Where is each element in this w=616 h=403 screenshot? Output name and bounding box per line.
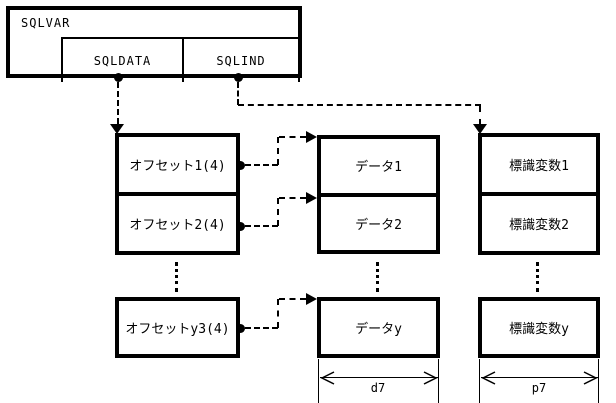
ellipsis-dots-data bbox=[376, 262, 379, 292]
offset1-arrowhead-icon bbox=[306, 131, 317, 143]
data-dimension-extension-left bbox=[318, 359, 319, 403]
offset2-connector-h1 bbox=[245, 225, 278, 227]
data-width-label: d7 bbox=[370, 381, 386, 395]
data-dimension-arrow-right-icon bbox=[423, 371, 438, 385]
offset1-connector-h1 bbox=[245, 164, 278, 166]
data-row-2: データ2 bbox=[355, 217, 402, 233]
offset-row-2: オフセット2(4) bbox=[129, 218, 226, 233]
offset-row-1: オフセット1(4) bbox=[119, 137, 236, 196]
offset1-connector-h2 bbox=[279, 136, 306, 138]
sqlind-cell: SQLIND bbox=[184, 39, 298, 82]
ellipsis-dots-indicator bbox=[536, 262, 539, 292]
sqlind-label: SQLIND bbox=[216, 53, 266, 68]
indicator-dimension-arrow-left-icon bbox=[481, 371, 496, 385]
indicator-row-last: 標識変数y bbox=[478, 297, 600, 358]
offset1-connector-v bbox=[277, 137, 279, 165]
offset-row-last: オフセットy3(4) bbox=[115, 297, 240, 358]
offset1-pointer-dot bbox=[236, 161, 245, 170]
sqlvar-label: SQLVAR bbox=[21, 16, 71, 30]
data-row-1: データ1 bbox=[321, 139, 436, 197]
data-row-last: データy bbox=[317, 297, 440, 358]
sqlvar-box: SQLVAR SQLDATA SQLIND bbox=[6, 6, 302, 82]
offset2-connector-h2 bbox=[279, 197, 306, 199]
indicator-row-2: 標識変数2 bbox=[509, 218, 569, 233]
sqldata-arrowhead-icon bbox=[110, 124, 124, 134]
data-table: データ1 データ2 bbox=[317, 135, 440, 254]
indicator-row-1: 標識変数1 bbox=[482, 137, 596, 196]
indicator-table: 標識変数1 標識変数2 bbox=[478, 133, 600, 255]
sqlvar-fields-table: SQLDATA SQLIND bbox=[61, 37, 300, 82]
data-dimension-line bbox=[320, 377, 438, 378]
sqldata-connector-line bbox=[117, 82, 119, 124]
offset-last-connector-v bbox=[277, 299, 279, 328]
offset2-connector-v bbox=[277, 198, 279, 226]
indicator-dimension-extension-right bbox=[598, 359, 599, 403]
indicator-dimension-arrow-right-icon bbox=[583, 371, 598, 385]
offset-last-connector-h1 bbox=[245, 327, 278, 329]
sqlind-connector-line-h bbox=[238, 104, 481, 106]
indicator-dimension-line bbox=[481, 377, 598, 378]
sqlind-pointer-dot bbox=[234, 73, 243, 82]
ellipsis-dots-offset bbox=[175, 262, 178, 292]
data-dimension-arrow-left-icon bbox=[320, 371, 335, 385]
offset2-arrowhead-icon bbox=[306, 192, 317, 204]
sqldata-cell: SQLDATA bbox=[63, 39, 184, 82]
offset2-pointer-dot bbox=[236, 222, 245, 231]
offset-last-pointer-dot bbox=[236, 324, 245, 333]
data-dimension-extension-right bbox=[438, 359, 439, 403]
offset-last-connector-h2 bbox=[279, 298, 306, 300]
indicator-dimension-extension-left bbox=[479, 359, 480, 403]
sqlind-connector-line-v2 bbox=[479, 106, 481, 125]
offset-last-arrowhead-icon bbox=[306, 293, 317, 305]
sqldata-label: SQLDATA bbox=[93, 53, 152, 68]
sqlind-connector-line-v1 bbox=[237, 82, 239, 105]
sqldata-pointer-dot bbox=[114, 73, 123, 82]
offset-table: オフセット1(4) オフセット2(4) bbox=[115, 133, 240, 255]
indicator-width-label: p7 bbox=[531, 381, 547, 395]
sqlind-arrowhead-icon bbox=[473, 124, 487, 134]
